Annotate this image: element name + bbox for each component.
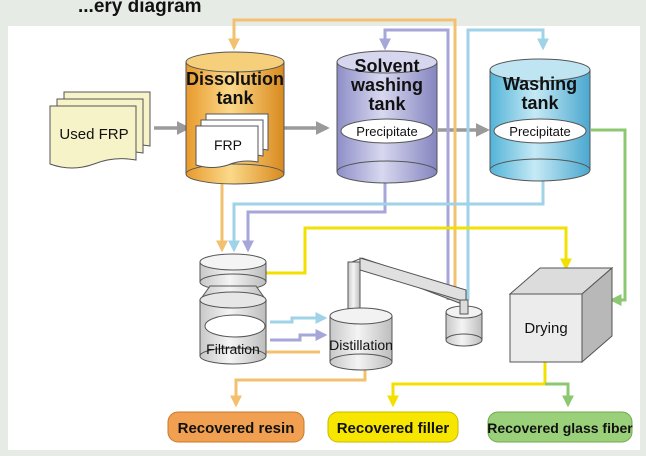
flow-distillation-to-resin [230,368,367,408]
flow-filtration-to-distillation-purple [270,329,328,342]
recovered-glass-fiber-label: Recovered glass fiber [487,420,633,436]
distillation-label: Distillation [329,337,393,353]
solvent-tank-label-line2: washing [350,75,423,95]
flow-filtration-to-drying [265,226,572,275]
distillation-unit: Distillation [329,257,483,371]
dissolution-tank: Dissolution tank FRP [185,51,285,185]
solvent-tank-label-line3: tank [368,94,406,114]
flow-drying-to-glass-fiber [545,382,574,408]
solvent-washing-tank: Solvent washing tank Precipitate [336,50,438,184]
dissolution-tank-label-line1: Dissolution [186,69,284,89]
flow-filtration-to-distillation-blue [270,312,328,324]
flow-solvent-to-filtration [242,170,387,253]
flow-washing-to-drying [591,128,627,306]
solvent-precipitate-ellipse [340,118,434,144]
recovered-filler-label: Recovered filler [337,420,450,437]
drying-label: Drying [524,320,567,337]
solvent-precipitate-label: Precipitate [356,124,417,139]
flow-washing-to-filtration [228,170,545,253]
washing-tank-label-line1: Washing [503,74,577,94]
diagram-heading: ...ery diagram [78,0,202,17]
recovered-filler-box: Recovered filler [327,411,459,443]
dissolution-tank-label-line2: tank [216,88,254,108]
solvent-tank-label-line1: Solvent [354,56,419,76]
recovered-glass-fiber-box: Recovered glass fiber [487,411,633,443]
flow-distillate-to-washing-tank [466,28,549,300]
filtration-unit: Filtration [199,253,267,365]
drying-unit: Drying [508,266,614,364]
filtration-label: Filtration [206,341,260,357]
flow-drying-to-filler [387,362,547,408]
washing-tank-label-line2: tank [521,93,559,113]
flow-distillate-to-solvent-tank [379,28,450,300]
recovered-resin-box: Recovered resin [167,411,305,443]
used-frp-label: Used FRP [59,126,128,143]
washing-tank: Washing tank Precipitate [489,58,591,182]
washing-precipitate-label: Precipitate [509,124,570,139]
washing-precipitate-ellipse [493,118,587,144]
flow-recovered-solvent-to-dissolution [228,18,457,300]
used-frp-documents: Used FRP [49,91,151,169]
recovered-resin-label: Recovered resin [178,420,295,437]
dissolution-content-label: FRP [214,137,242,153]
